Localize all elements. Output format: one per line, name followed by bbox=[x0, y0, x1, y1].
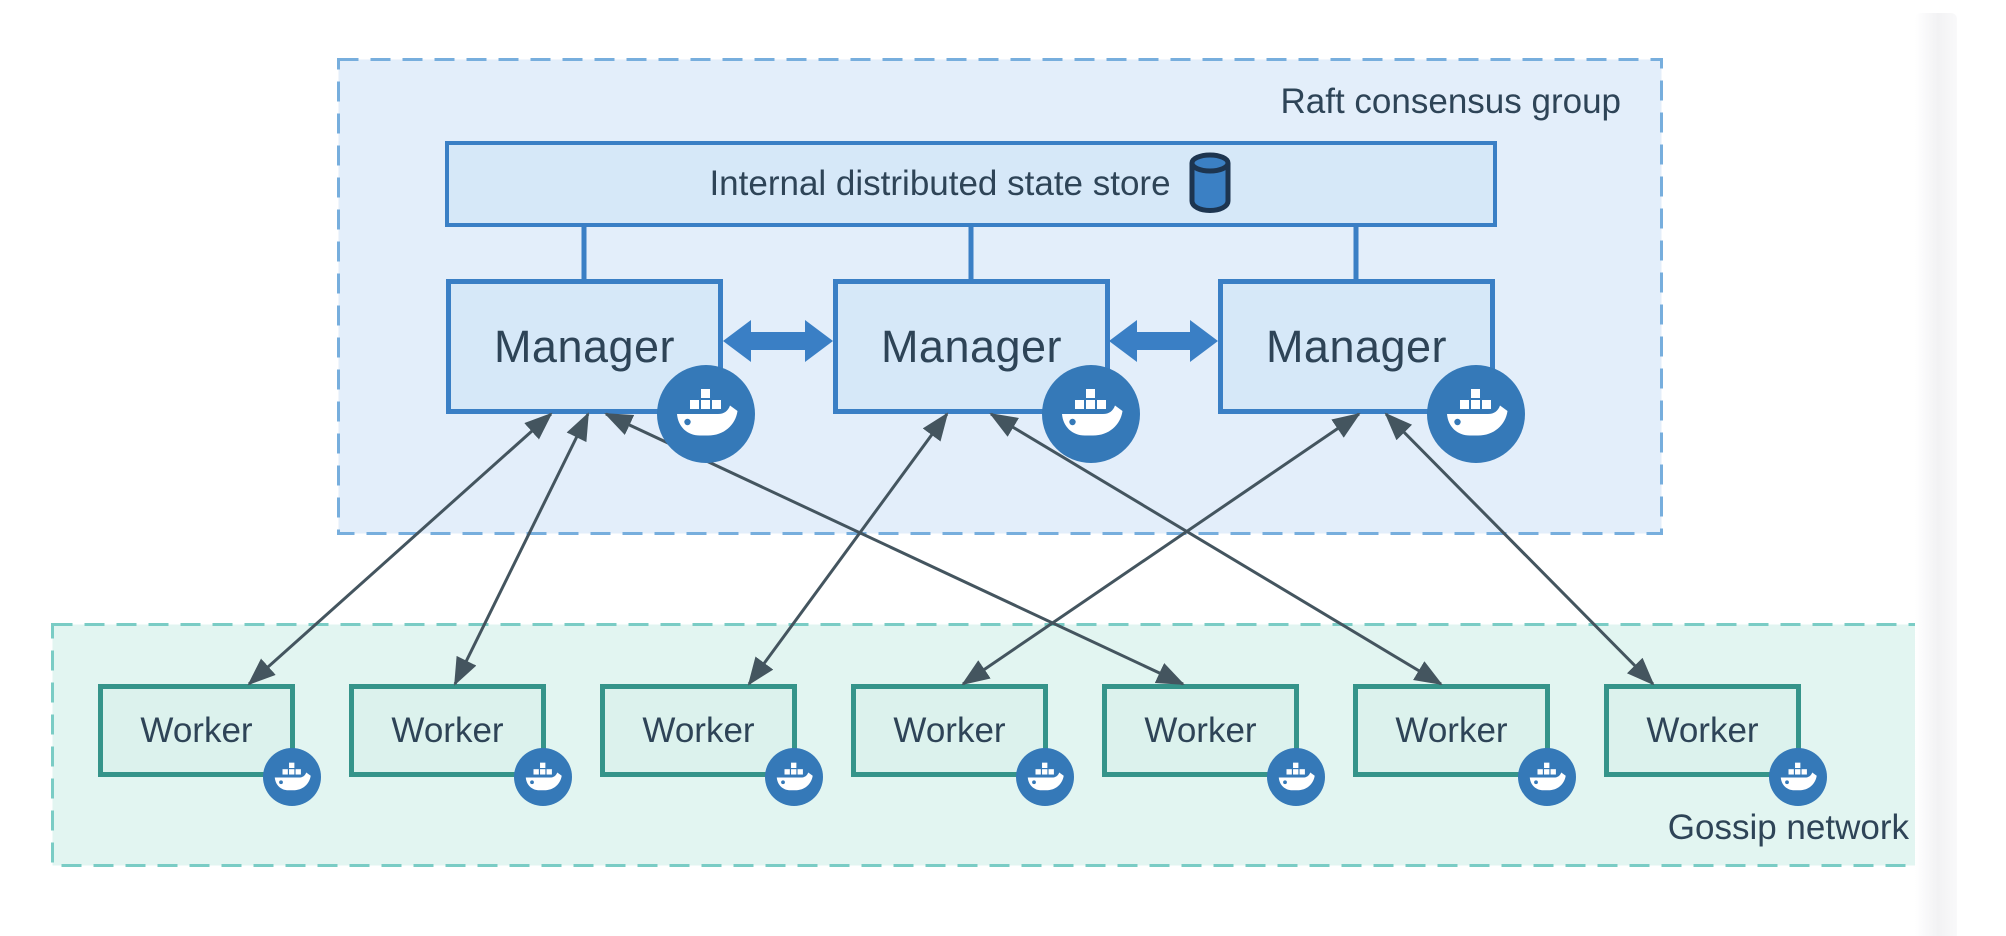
docker-icon bbox=[1042, 365, 1140, 463]
raft-group-label: Raft consensus group bbox=[1280, 82, 1621, 121]
worker-1-label: Worker bbox=[140, 710, 253, 750]
database-cylinder-icon bbox=[1187, 151, 1233, 218]
scrollbar-track[interactable] bbox=[1915, 13, 1957, 936]
link-manager-1-worker-1 bbox=[247, 412, 553, 686]
state-store-box: Internal distributed state store bbox=[445, 141, 1497, 227]
docker-icon bbox=[1427, 365, 1525, 463]
link-manager-2-worker-6 bbox=[989, 412, 1443, 686]
worker-4-label: Worker bbox=[893, 710, 1006, 750]
docker-icon bbox=[514, 748, 572, 806]
worker-7-label: Worker bbox=[1646, 710, 1759, 750]
docker-icon bbox=[263, 748, 321, 806]
worker-6-label: Worker bbox=[1395, 710, 1508, 750]
worker-5-label: Worker bbox=[1144, 710, 1257, 750]
state-store-label: Internal distributed state store bbox=[709, 164, 1171, 203]
docker-icon bbox=[1518, 748, 1576, 806]
docker-icon bbox=[1267, 748, 1325, 806]
link-manager-1-worker-2 bbox=[453, 412, 590, 686]
docker-icon bbox=[657, 365, 755, 463]
link-manager-3-worker-4 bbox=[961, 412, 1361, 686]
manager-3-label: Manager bbox=[1265, 320, 1448, 372]
peer-arrow-manager-2-manager-3 bbox=[1109, 320, 1218, 362]
docker-icon bbox=[765, 748, 823, 806]
state-store-content: Internal distributed state store bbox=[709, 151, 1232, 218]
link-manager-2-worker-3 bbox=[747, 412, 949, 686]
manager-2-label: Manager bbox=[880, 320, 1063, 372]
manager-1-label: Manager bbox=[493, 320, 676, 372]
docker-icon bbox=[1016, 748, 1074, 806]
docker-icon bbox=[1769, 748, 1827, 806]
peer-arrow-manager-1-manager-2 bbox=[723, 320, 833, 362]
link-manager-3-worker-7 bbox=[1384, 412, 1655, 686]
worker-3-label: Worker bbox=[642, 710, 755, 750]
gossip-network-label: Gossip network bbox=[1667, 808, 1909, 847]
worker-2-label: Worker bbox=[391, 710, 504, 750]
